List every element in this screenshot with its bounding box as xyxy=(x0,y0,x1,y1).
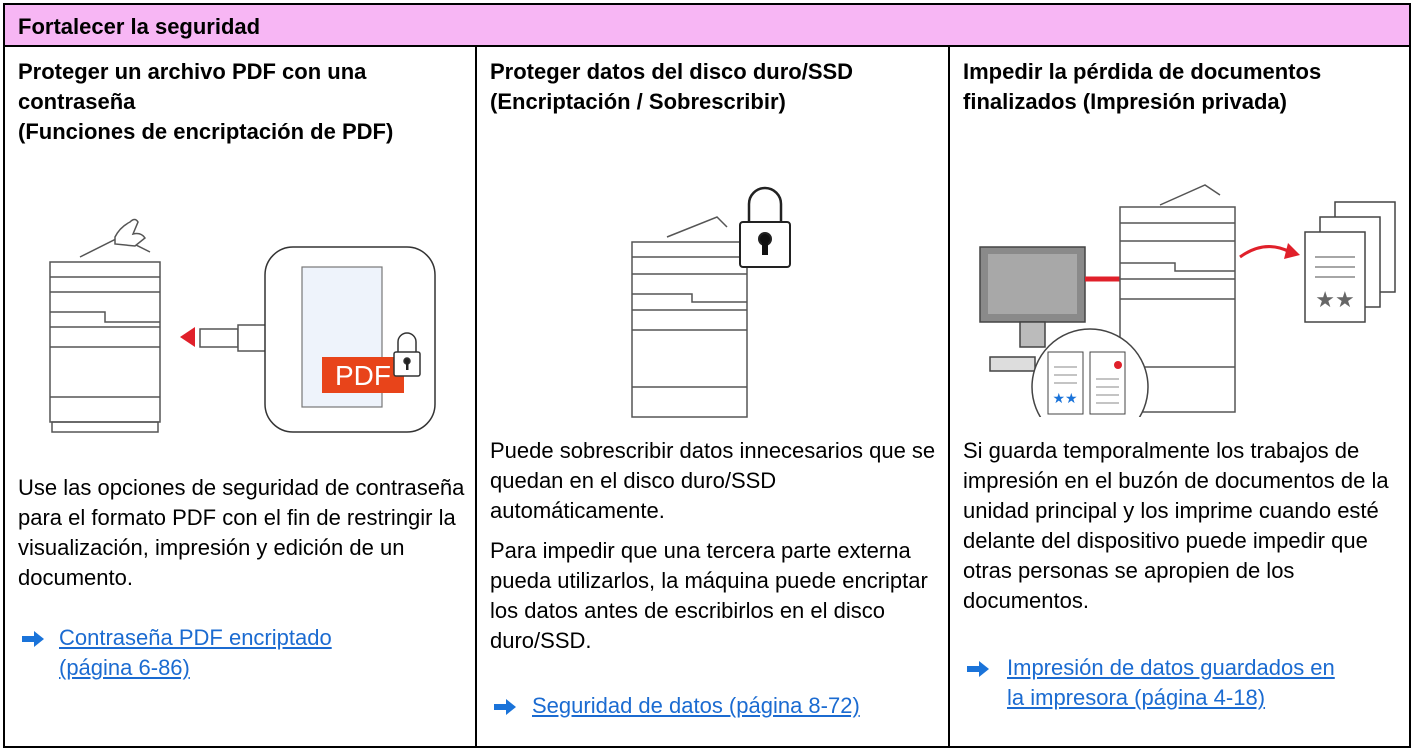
column-title: Proteger un archivo PDF con una contrase… xyxy=(18,59,394,144)
lock-icon xyxy=(739,186,791,268)
column-2-description: Puede sobrescribir datos innecesarios qu… xyxy=(490,436,940,656)
arrow-right-icon xyxy=(967,661,989,677)
usb-icon xyxy=(199,324,267,352)
paragraph: Use las opciones de seguridad de contras… xyxy=(18,475,465,590)
link-data-security[interactable]: Seguridad de datos (página 8-72) xyxy=(532,693,860,718)
link-pdf-password[interactable]: Contraseña PDF encriptado (página 6-86) xyxy=(59,625,332,680)
link-private-print[interactable]: Impresión de datos guardados en la impre… xyxy=(1007,655,1335,710)
paragraph: Si guarda temporalmente los trabajos de … xyxy=(963,438,1389,613)
section-header: Fortalecer la seguridad xyxy=(5,5,1409,47)
transfer-arrow-icon xyxy=(180,327,195,347)
column-1-description: Use las opciones de seguridad de contras… xyxy=(18,473,473,593)
output-arrow-icon xyxy=(1239,245,1291,259)
hdd-encryption-illustration xyxy=(631,186,791,418)
computer-icon xyxy=(979,246,1086,372)
pdf-encryption-illustration: PDF xyxy=(49,218,436,433)
column-pdf-encryption: Proteger un archivo PDF con una contrase… xyxy=(5,47,477,746)
stored-documents-icon: ★★ xyxy=(1031,328,1149,417)
arrow-right-icon xyxy=(22,631,44,647)
security-panel: Fortalecer la seguridad Proteger un arch… xyxy=(3,3,1411,748)
lock-icon xyxy=(393,332,421,377)
paragraph: Puede sobrescribir datos innecesarios qu… xyxy=(490,438,936,523)
column-private-print: Impedir la pérdida de documentos finaliz… xyxy=(950,47,1409,746)
printer-icon xyxy=(631,216,748,418)
column-title: Impedir la pérdida de documentos finaliz… xyxy=(963,59,1322,114)
svg-text:★★: ★★ xyxy=(1052,391,1077,407)
section-title: Fortalecer la seguridad xyxy=(18,14,261,39)
column-title: Proteger datos del disco duro/SSD (Encri… xyxy=(490,59,854,114)
column-hdd-security: Proteger datos del disco duro/SSD (Encri… xyxy=(477,47,950,746)
private-print-illustration: ★★ ★★ xyxy=(979,184,1396,417)
paragraph: Para impedir que una tercera parte exter… xyxy=(490,538,928,653)
svg-text:★★: ★★ xyxy=(1315,288,1354,313)
printed-pages-icon: ★★ xyxy=(1304,201,1396,323)
arrow-right-icon xyxy=(494,699,516,715)
column-3-description: Si guarda temporalmente los trabajos de … xyxy=(963,436,1408,616)
pdf-label: PDF xyxy=(335,360,391,391)
printer-icon xyxy=(49,218,161,433)
